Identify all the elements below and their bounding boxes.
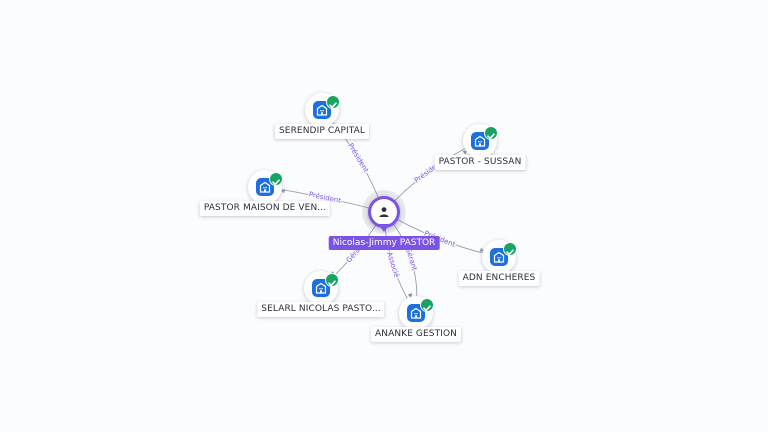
company-label[interactable]: SELARL NICOLAS PASTO... — [257, 302, 385, 317]
verified-check-icon — [325, 273, 339, 287]
edge-role-label: Président — [346, 142, 370, 174]
building-icon — [316, 104, 328, 116]
verified-check-icon — [484, 126, 498, 140]
verified-check-icon — [503, 242, 517, 256]
company-label[interactable]: SERENDIP CAPITAL — [274, 124, 370, 139]
verified-check-icon — [420, 298, 434, 312]
verified-check-icon — [326, 95, 340, 109]
person-icon — [379, 207, 389, 217]
person-avatar[interactable] — [368, 196, 400, 228]
building-icon — [259, 181, 271, 193]
center-person-label[interactable]: Nicolas-Jimmy PASTOR — [328, 236, 440, 250]
building-icon — [493, 251, 505, 263]
building-icon — [410, 307, 422, 319]
center-pointer — [378, 224, 390, 232]
building-icon — [315, 282, 327, 294]
company-label[interactable]: PASTOR - SUSSAN — [434, 155, 526, 170]
building-icon — [474, 135, 486, 147]
edge-arrow — [280, 188, 286, 194]
company-label[interactable]: ANANKE GESTION — [371, 327, 461, 342]
company-label[interactable]: PASTOR MAISON DE VEN... — [199, 201, 331, 216]
edge-role-label: Gérant — [404, 246, 419, 272]
company-label[interactable]: ADN ENCHERES — [458, 271, 540, 286]
edge-role-label: Associé — [385, 251, 401, 279]
verified-check-icon — [269, 172, 283, 186]
